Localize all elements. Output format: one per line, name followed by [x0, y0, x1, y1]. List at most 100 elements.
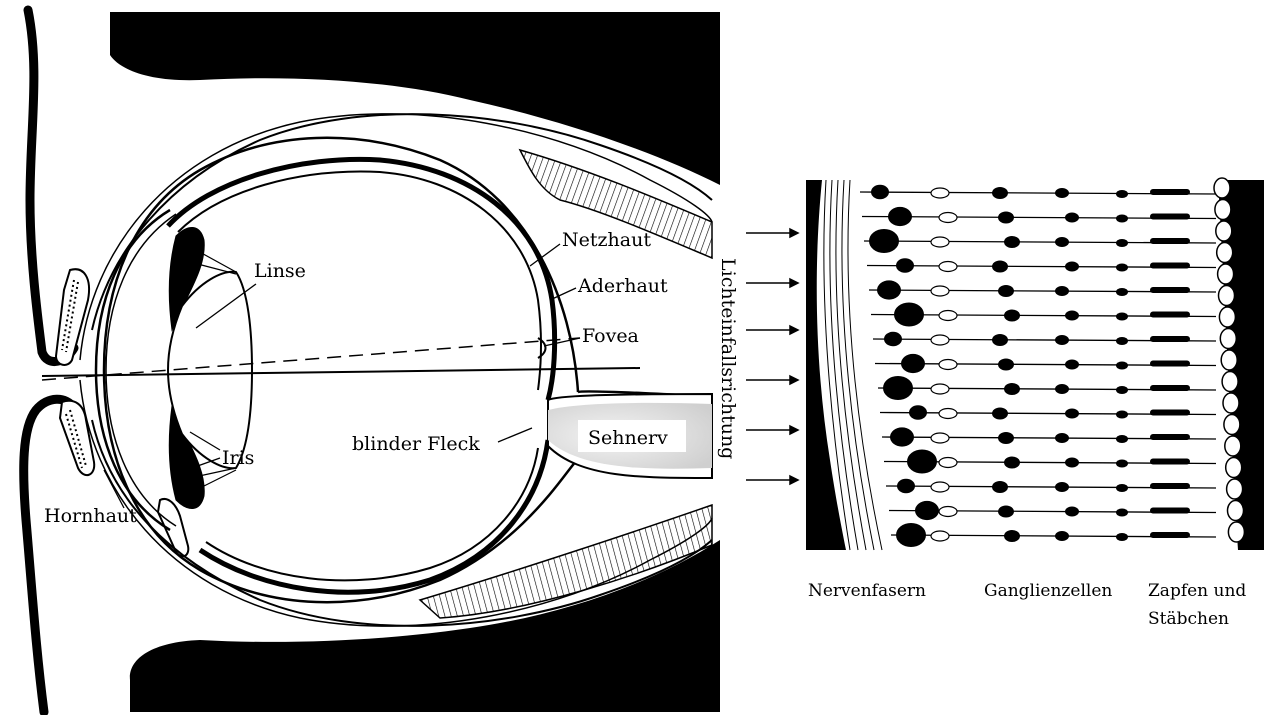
ganglion-cell — [907, 450, 937, 474]
nucleus-cell — [1065, 458, 1079, 468]
receptor-segment — [1150, 263, 1190, 269]
ganglion-cell — [890, 427, 914, 446]
label-linse: Linse — [254, 260, 306, 282]
amacrine-cell — [939, 458, 957, 468]
ganglion-cell — [894, 303, 924, 327]
nucleus-cell — [1055, 433, 1069, 443]
receptor-nucleus — [1116, 239, 1128, 247]
ganglion-cell — [896, 523, 926, 547]
pigment-cell — [1227, 479, 1243, 499]
pigment-cell — [1228, 522, 1244, 542]
receptor-nucleus — [1116, 435, 1128, 443]
eye-muscles — [420, 150, 712, 618]
receptor-nucleus — [1116, 362, 1128, 370]
ganglion-cell — [888, 207, 912, 226]
ganglion-cell — [897, 479, 915, 493]
receptor-segment — [1150, 410, 1190, 416]
label-staebchen: Stäbchen — [1148, 609, 1229, 629]
nucleus-cell — [1055, 531, 1069, 541]
amacrine-cell — [939, 262, 957, 272]
label-ganglienzellen: Ganglienzellen — [984, 581, 1112, 601]
amacrine-cell — [931, 433, 949, 443]
bipolar-cell — [992, 481, 1008, 493]
leader-blinder-fleck — [498, 428, 532, 442]
pigment-cell — [1217, 243, 1233, 263]
label-aderhaut: Aderhaut — [577, 275, 668, 297]
retina-section — [806, 178, 1264, 550]
pigment-cell — [1219, 307, 1235, 327]
nucleus-cell — [1065, 360, 1079, 370]
amacrine-cell — [931, 531, 949, 541]
receptor-nucleus — [1116, 313, 1128, 321]
bipolar-cell — [992, 187, 1008, 199]
label-blinder-fleck: blinder Fleck — [352, 433, 480, 455]
pigment-cell — [1226, 458, 1242, 478]
ganglion-cell — [883, 376, 913, 400]
bipolar-cell — [998, 212, 1014, 224]
nucleus-cell — [1055, 335, 1069, 345]
leader-aderhaut — [550, 288, 576, 300]
receptor-segment — [1150, 434, 1190, 440]
amacrine-cell — [939, 213, 957, 223]
nucleus-cell — [1055, 384, 1069, 394]
pigment-cell — [1218, 264, 1234, 284]
amacrine-cell — [931, 286, 949, 296]
pigment-cell — [1223, 393, 1239, 413]
bipolar-cell — [1004, 310, 1020, 322]
bipolar-cell — [1004, 383, 1020, 395]
receptor-segment — [1150, 312, 1190, 318]
light-arrow-head — [790, 476, 798, 484]
receptor-nucleus — [1116, 337, 1128, 345]
label-netzhaut: Netzhaut — [562, 229, 651, 251]
receptor-nucleus — [1116, 509, 1128, 517]
label-zapfen: Zapfen und — [1148, 581, 1246, 601]
nucleus-cell — [1055, 188, 1069, 198]
amacrine-cell — [931, 482, 949, 492]
label-lichteinfallsrichtung: Lichteinfallsrichtung — [717, 258, 739, 459]
label-iris: Iris — [222, 447, 254, 469]
bipolar-cell — [998, 359, 1014, 371]
receptor-segment — [1150, 287, 1190, 293]
orbit-upper — [110, 12, 720, 185]
nucleus-cell — [1065, 507, 1079, 517]
receptor-nucleus — [1116, 386, 1128, 394]
receptor-nucleus — [1116, 484, 1128, 492]
bipolar-cell — [992, 334, 1008, 346]
bipolar-cell — [1004, 530, 1020, 542]
amacrine-cell — [939, 311, 957, 321]
bipolar-cell — [1004, 457, 1020, 469]
nucleus-cell — [1055, 286, 1069, 296]
nucleus-cell — [1065, 262, 1079, 272]
receptor-segment — [1150, 361, 1190, 367]
light-arrow-head — [790, 426, 798, 434]
bipolar-cell — [998, 506, 1014, 518]
light-arrow-head — [790, 229, 798, 237]
receptor-nucleus — [1116, 533, 1128, 541]
bipolar-cell — [992, 261, 1008, 273]
pigment-cell — [1221, 350, 1237, 370]
receptor-segment — [1150, 483, 1190, 489]
receptor-segment — [1150, 189, 1190, 195]
receptor-nucleus — [1116, 215, 1128, 223]
light-arrow-head — [790, 376, 798, 384]
receptor-segment — [1150, 508, 1190, 514]
bipolar-cell — [998, 285, 1014, 297]
receptor-segment — [1150, 532, 1190, 538]
nucleus-cell — [1065, 311, 1079, 321]
nucleus-cell — [1055, 482, 1069, 492]
receptor-segment — [1150, 238, 1190, 244]
receptor-segment — [1150, 385, 1190, 391]
amacrine-cell — [939, 360, 957, 370]
ganglion-cell — [884, 332, 902, 346]
pigment-cell — [1220, 329, 1236, 349]
ganglion-cell — [901, 354, 925, 373]
receptor-segment — [1150, 214, 1190, 220]
pigment-cell — [1225, 436, 1241, 456]
receptor-nucleus — [1116, 264, 1128, 272]
label-sehnerv: Sehnerv — [588, 427, 668, 449]
pigment-cell — [1214, 178, 1230, 198]
visual-axis — [42, 338, 580, 380]
amacrine-cell — [931, 384, 949, 394]
receptor-segment — [1150, 459, 1190, 465]
